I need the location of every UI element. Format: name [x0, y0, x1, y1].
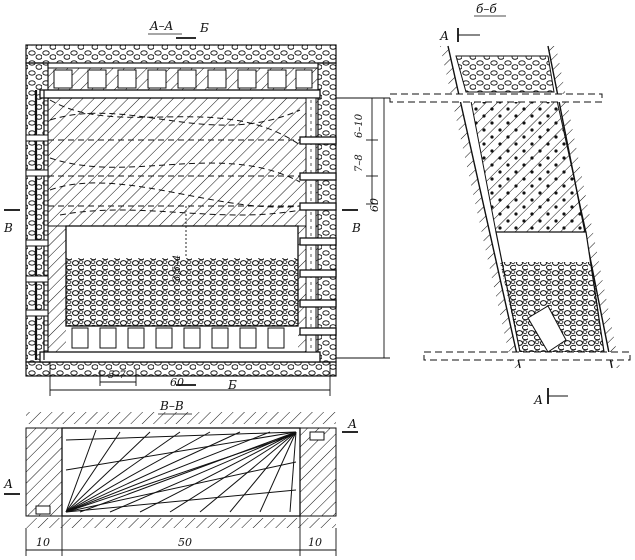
aa-cut-b-top: Б — [199, 21, 209, 35]
bb-lower-drift — [423, 351, 631, 361]
aa-blast-holes — [49, 99, 301, 216]
bb-cut-a-bottom: А — [533, 393, 543, 407]
vv-cut-a-right: А — [347, 417, 357, 431]
aa-top-cells — [53, 69, 313, 89]
vv-left-pillar — [25, 427, 63, 517]
vv-dim-left: 10 — [36, 536, 50, 549]
vv-cut-a-left: А — [3, 477, 13, 491]
vv-blast-fan — [65, 429, 297, 513]
aa-haulage-drift — [39, 351, 321, 363]
bb-title: б–б — [476, 2, 497, 16]
aa-cut-b-bottom: Б — [227, 378, 237, 392]
bb-cut-marks — [457, 28, 568, 404]
aa-cut-v-left: В — [3, 221, 13, 235]
aa-dim-chain — [336, 97, 390, 359]
aa-dim-layer-2: 7–8 — [354, 154, 365, 172]
aa-dim-bottom — [49, 362, 331, 396]
vv-right-pillar — [299, 427, 337, 517]
aa-dim-length: 60 — [170, 376, 184, 389]
section-vv: В–В А А 10 50 10 — [3, 399, 358, 556]
aa-drill-levels — [48, 139, 318, 207]
aa-upper-drift — [39, 89, 321, 99]
vv-right-drill-niche — [309, 431, 325, 441]
aa-dim-total-height: 60 — [368, 198, 381, 212]
bb-cut-a-top: А — [439, 29, 449, 43]
vv-cut-marks — [4, 431, 358, 495]
vv-dims — [25, 516, 337, 556]
aa-left-stubs — [25, 134, 49, 317]
aa-bottom-cells — [71, 327, 285, 349]
aa-right-raise — [305, 97, 317, 353]
aa-cut-v-right: В — [351, 221, 361, 235]
aa-broken-ore — [66, 258, 298, 326]
aa-right-rock — [317, 62, 337, 363]
vv-title: В–В — [159, 399, 184, 413]
vv-top-wall — [26, 412, 336, 424]
bb-chute — [527, 305, 567, 353]
vv-dim-middle: 50 — [178, 536, 192, 549]
aa-dim-layer-1: 6–10 — [354, 113, 365, 138]
section-aa: A–A Б Б В В 6–10 7–8 60 3,5–4 5–7 60 — [3, 19, 390, 396]
vv-left-drill-niche — [35, 505, 51, 515]
vv-bottom-wall — [26, 518, 336, 528]
bb-upper-drift — [389, 93, 603, 103]
bb-foot-wall — [548, 46, 620, 368]
bb-broken-ore — [500, 262, 604, 352]
bb-hanging-wall — [440, 46, 520, 368]
aa-footwall-rock — [25, 361, 337, 377]
aa-dim-gap: 3,5–4 — [172, 255, 183, 282]
bb-top-pillar — [455, 55, 555, 93]
vv-dim-right: 10 — [308, 536, 322, 549]
section-bb: б–б А А — [389, 2, 631, 407]
aa-dim-spacing: 5–7 — [108, 370, 126, 381]
aa-cut-marks — [4, 37, 358, 386]
aa-right-crosscuts — [299, 136, 337, 336]
aa-title: A–A — [149, 19, 174, 33]
aa-ore-bottom-left — [48, 226, 66, 352]
bb-ore-dots — [470, 96, 586, 232]
aa-hanging-rock — [25, 44, 337, 64]
